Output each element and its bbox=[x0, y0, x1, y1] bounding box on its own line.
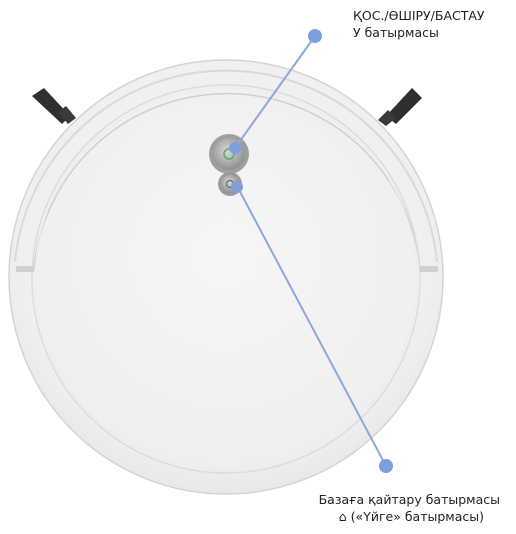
power-button-label-line1: ҚОС./ӨШІРУ/БАСТАУ bbox=[353, 8, 485, 23]
home-callout-dot-outer bbox=[379, 459, 393, 473]
power-button-label-line2: У батырмасы bbox=[353, 25, 439, 40]
power-button[interactable] bbox=[209, 134, 249, 174]
home-callout-line bbox=[237, 187, 387, 467]
home-button-label-line2: ⌂ («Үйге» батырмасы) bbox=[338, 509, 484, 524]
left-side-brush bbox=[32, 88, 76, 124]
power-callout-dot-outer bbox=[308, 29, 322, 43]
robot-body bbox=[8, 59, 444, 495]
power-callout-line bbox=[234, 35, 316, 149]
power-button-callout-label: ҚОС./ӨШІРУ/БАСТАУ У батырмасы bbox=[353, 7, 485, 41]
power-callout-dot-inner bbox=[229, 142, 241, 154]
home-button-callout-label: Базаға қайтару батырмасы ⌂ («Үйге» батыр… bbox=[319, 491, 500, 525]
right-side-brush bbox=[378, 88, 422, 126]
home-button-label-line1: Базаға қайтару батырмасы bbox=[318, 492, 500, 507]
home-callout-dot-inner bbox=[231, 181, 243, 193]
